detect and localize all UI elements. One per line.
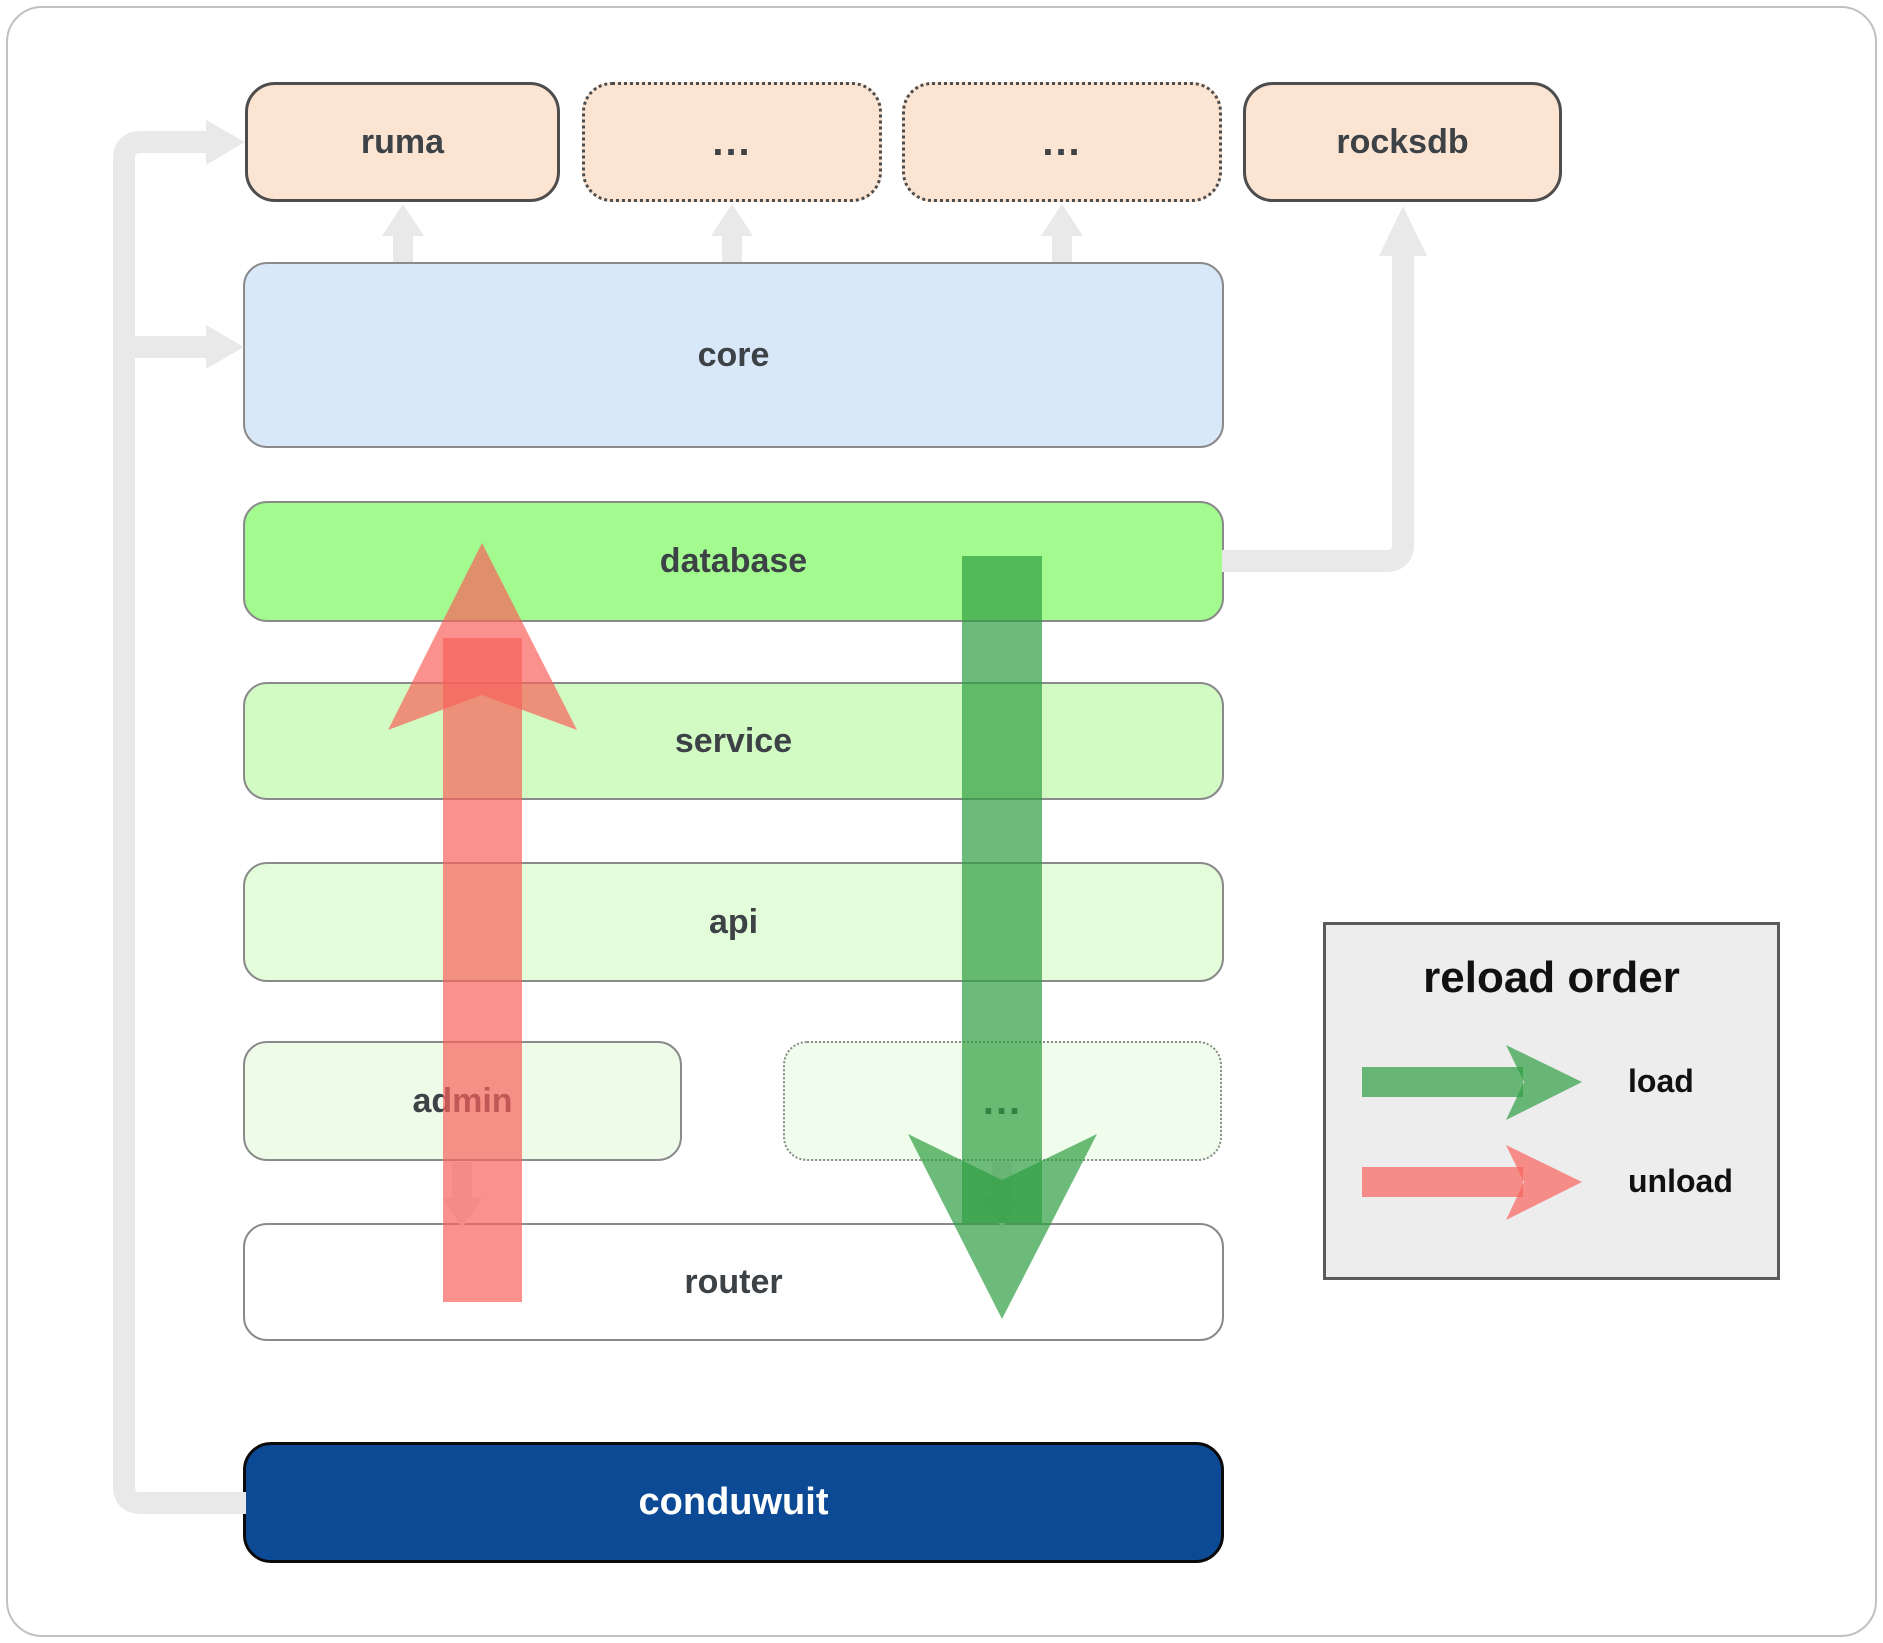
layer-core: core (243, 262, 1224, 448)
layer-admin-label: admin (412, 1081, 513, 1120)
box-ruma-label: ruma (360, 122, 445, 161)
layer-admin: admin (243, 1041, 682, 1161)
box-ellipsis-2: ... (902, 82, 1222, 202)
box-rocksdb-label: rocksdb (1336, 122, 1469, 161)
layer-router: router (243, 1223, 1224, 1341)
box-ellipsis-1-label: ... (712, 119, 752, 164)
box-conduwuit-label: conduwuit (638, 1481, 829, 1523)
layer-ellipsis-label: ... (982, 1078, 1023, 1123)
layer-ellipsis: ... (783, 1041, 1222, 1161)
layer-router-label: router (684, 1262, 783, 1301)
layer-api: api (243, 862, 1224, 982)
layer-database-label: database (659, 542, 808, 580)
layer-service-label: service (674, 721, 793, 760)
box-rocksdb: rocksdb (1243, 82, 1562, 202)
layer-database: database (243, 501, 1224, 622)
legend-reload-order: reload order load unload (1323, 922, 1780, 1280)
layer-core-label: core (697, 335, 770, 374)
box-conduwuit: conduwuit (243, 1442, 1224, 1563)
legend-title: reload order (1423, 953, 1680, 1002)
box-ellipsis-1: ... (582, 82, 882, 202)
layer-api-label: api (708, 902, 759, 941)
diagram-outer-frame (6, 6, 1877, 1637)
layer-service: service (243, 682, 1224, 800)
box-ellipsis-2-label: ... (1042, 119, 1082, 164)
box-ruma: ruma (245, 82, 560, 202)
legend-unload-label: unload (1628, 1163, 1733, 1199)
legend-load-label: load (1628, 1063, 1694, 1099)
